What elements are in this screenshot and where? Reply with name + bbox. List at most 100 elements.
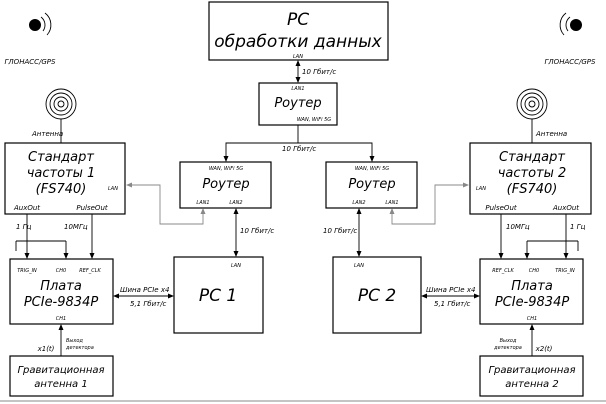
router-right-link-speed: 10 Гбит/с [323,227,357,235]
pc-processing-title: PC [287,10,309,30]
detector-right: x2(t) Выход детектора [493,324,553,356]
standard-left-port-aux: AuxOut [13,204,40,212]
pc-processing-port-lan: LAN [293,54,303,60]
standard-right-model: (FS740) [507,182,558,197]
link-router-left-pc1: 10 Гбит/с [233,208,274,257]
router-top-port-lan1: LAN1 [291,86,304,92]
pc-1: LAN PC 1 [173,256,264,334]
grav-antenna-right: Гравитационная антенна 2 [479,355,584,397]
router-right-port-wan: WAN, WiFi 5G [355,166,389,172]
router-left-port-wan: WAN, WiFi 5G [209,166,243,172]
pc-2: LAN PC 2 [332,256,422,334]
antenna-icon [45,88,77,143]
grav-right-out1: Выход [500,338,517,344]
signals-right: 10МГц 1 Гц [498,214,586,259]
antenna-icon [516,88,548,143]
link-router-right-pc2: 10 Гбит/с [323,208,362,257]
signals-left: 1 Гц 10МГц [15,214,95,259]
board-left-port-ref: REF_CLK [79,268,101,274]
standard-left-subtitle: частоты 1 [27,166,96,181]
board-left-bus: Шина PCIe x4 [120,286,169,294]
antenna-right: Антенна [516,88,567,143]
router-left: WAN, WiFi 5G Роутер LAN1 LAN2 [179,161,272,209]
pc-processing: PC обработки данных LAN [208,1,389,61]
grav-left-title: Гравитационная [17,365,104,376]
grav-left-subtitle: антенна 1 [34,379,87,390]
standard-left-title: Стандарт [28,150,94,165]
satellite-dish-icon [29,12,52,36]
board-left: TRIG_IN CH0 REF_CLK Плата PCIe-9834P CH1 [9,258,114,325]
pc2-port-lan: LAN [354,263,364,269]
board-left-speed: 5,1 Гбит/с [130,300,167,308]
gps-left: ГЛОНАСС/GPS [5,12,57,66]
router-right-port-lan2: LAN2 [352,200,365,206]
router-right-port-lan1: LAN1 [385,200,398,206]
bus-left: Шина PCIe x4 5,1 Гбит/с [113,286,174,308]
satellite-dish-icon [559,12,582,36]
grav-left-signal: x1(t) [37,345,55,353]
grav-right-out2: детектора [493,345,522,351]
pc-processing-subtitle: обработки данных [214,32,382,52]
board-right-bus: Шина PCIe x4 [426,286,475,294]
link-standard-left-router [126,182,206,225]
standard-right-sig-aux: 1 Гц [570,223,586,231]
gps-left-label: ГЛОНАСС/GPS [5,58,57,66]
detector-left: x1(t) Выход детектора [37,324,94,356]
router-right: WAN, WiFi 5G Роутер LAN2 LAN1 [325,161,418,209]
standard-left-model: (FS740) [36,182,87,197]
router-top-label: Роутер [274,96,321,111]
antenna-right-label: Антенна [535,130,567,138]
antenna-left-label: Антенна [31,130,63,138]
standard-right-title: Стандарт [499,150,565,165]
standard-left-sig-aux: 1 Гц [16,223,32,231]
pc2-label: PC 2 [358,286,396,306]
standard-left-port-pulse: PulseOut [76,204,108,212]
link-top-speed: 10 Гбит/с [302,68,336,76]
standard-right-sig-pulse: 10МГц [506,223,530,231]
router-left-port-lan1: LAN1 [196,200,209,206]
router-left-port-lan2: LAN2 [229,200,242,206]
board-right-speed: 5,1 Гбит/с [434,300,471,308]
grav-right-subtitle: антенна 2 [505,379,558,390]
pc1-label: PC 1 [199,286,237,306]
board-right-port-ch1: CH1 [527,316,537,322]
grav-left-out2: детектора [65,345,94,351]
standard-right-port-aux: AuxOut [552,204,579,212]
router-left-label: Роутер [202,177,249,192]
board-left-model: PCIe-9834P [24,295,99,310]
grav-antenna-left: Гравитационная антенна 1 [9,355,114,397]
grav-right-title: Гравитационная [488,365,575,376]
grav-right-signal: x2(t) [535,345,553,353]
link-pc-router-top: 10 Гбит/с [295,60,336,83]
standard-right-port-lan: LAN [476,186,486,192]
board-right-title: Плата [511,279,553,294]
router-right-label: Роутер [348,177,395,192]
router-top: LAN1 Роутер WAN, WiFi 5G [258,82,338,126]
board-left-port-trig: TRIG_IN [17,268,37,274]
board-right-port-ref: REF_CLK [492,268,514,274]
standard-left: Стандарт частоты 1 (FS740) LAN AuxOut Pu… [4,142,126,215]
pc1-port-lan: LAN [231,263,241,269]
board-left-port-ch0: CH0 [56,268,66,274]
standard-right: Стандарт частоты 2 (FS740) LAN PulseOut … [469,142,592,215]
standard-left-port-lan: LAN [108,186,118,192]
grav-left-out1: Выход [66,338,83,344]
antenna-left: Антенна [31,88,77,143]
board-left-title: Плата [40,279,82,294]
board-right: REF_CLK CH0 TRIG_IN Плата PCIe-9834P CH1 [479,258,584,325]
link-standard-right-router [389,182,469,225]
link-router-top-branches: 10 Гбит/с [223,125,375,162]
board-left-port-ch1: CH1 [56,316,66,322]
standard-left-sig-pulse: 10МГц [64,223,88,231]
gps-right-label: ГЛОНАСС/GPS [545,58,597,66]
standard-right-subtitle: частоты 2 [498,166,567,181]
router-left-link-speed: 10 Гбит/с [240,227,274,235]
board-right-model: PCIe-9834P [495,295,570,310]
standard-right-port-pulse: PulseOut [485,204,517,212]
board-right-port-trig: TRIG_IN [555,268,575,274]
bus-right: Шина PCIe x4 5,1 Гбит/с [421,286,480,308]
gps-right: ГЛОНАСС/GPS [545,12,597,66]
link-branch-speed: 10 Гбит/с [282,145,316,153]
router-top-port-wan: WAN, WiFi 5G [297,117,331,123]
